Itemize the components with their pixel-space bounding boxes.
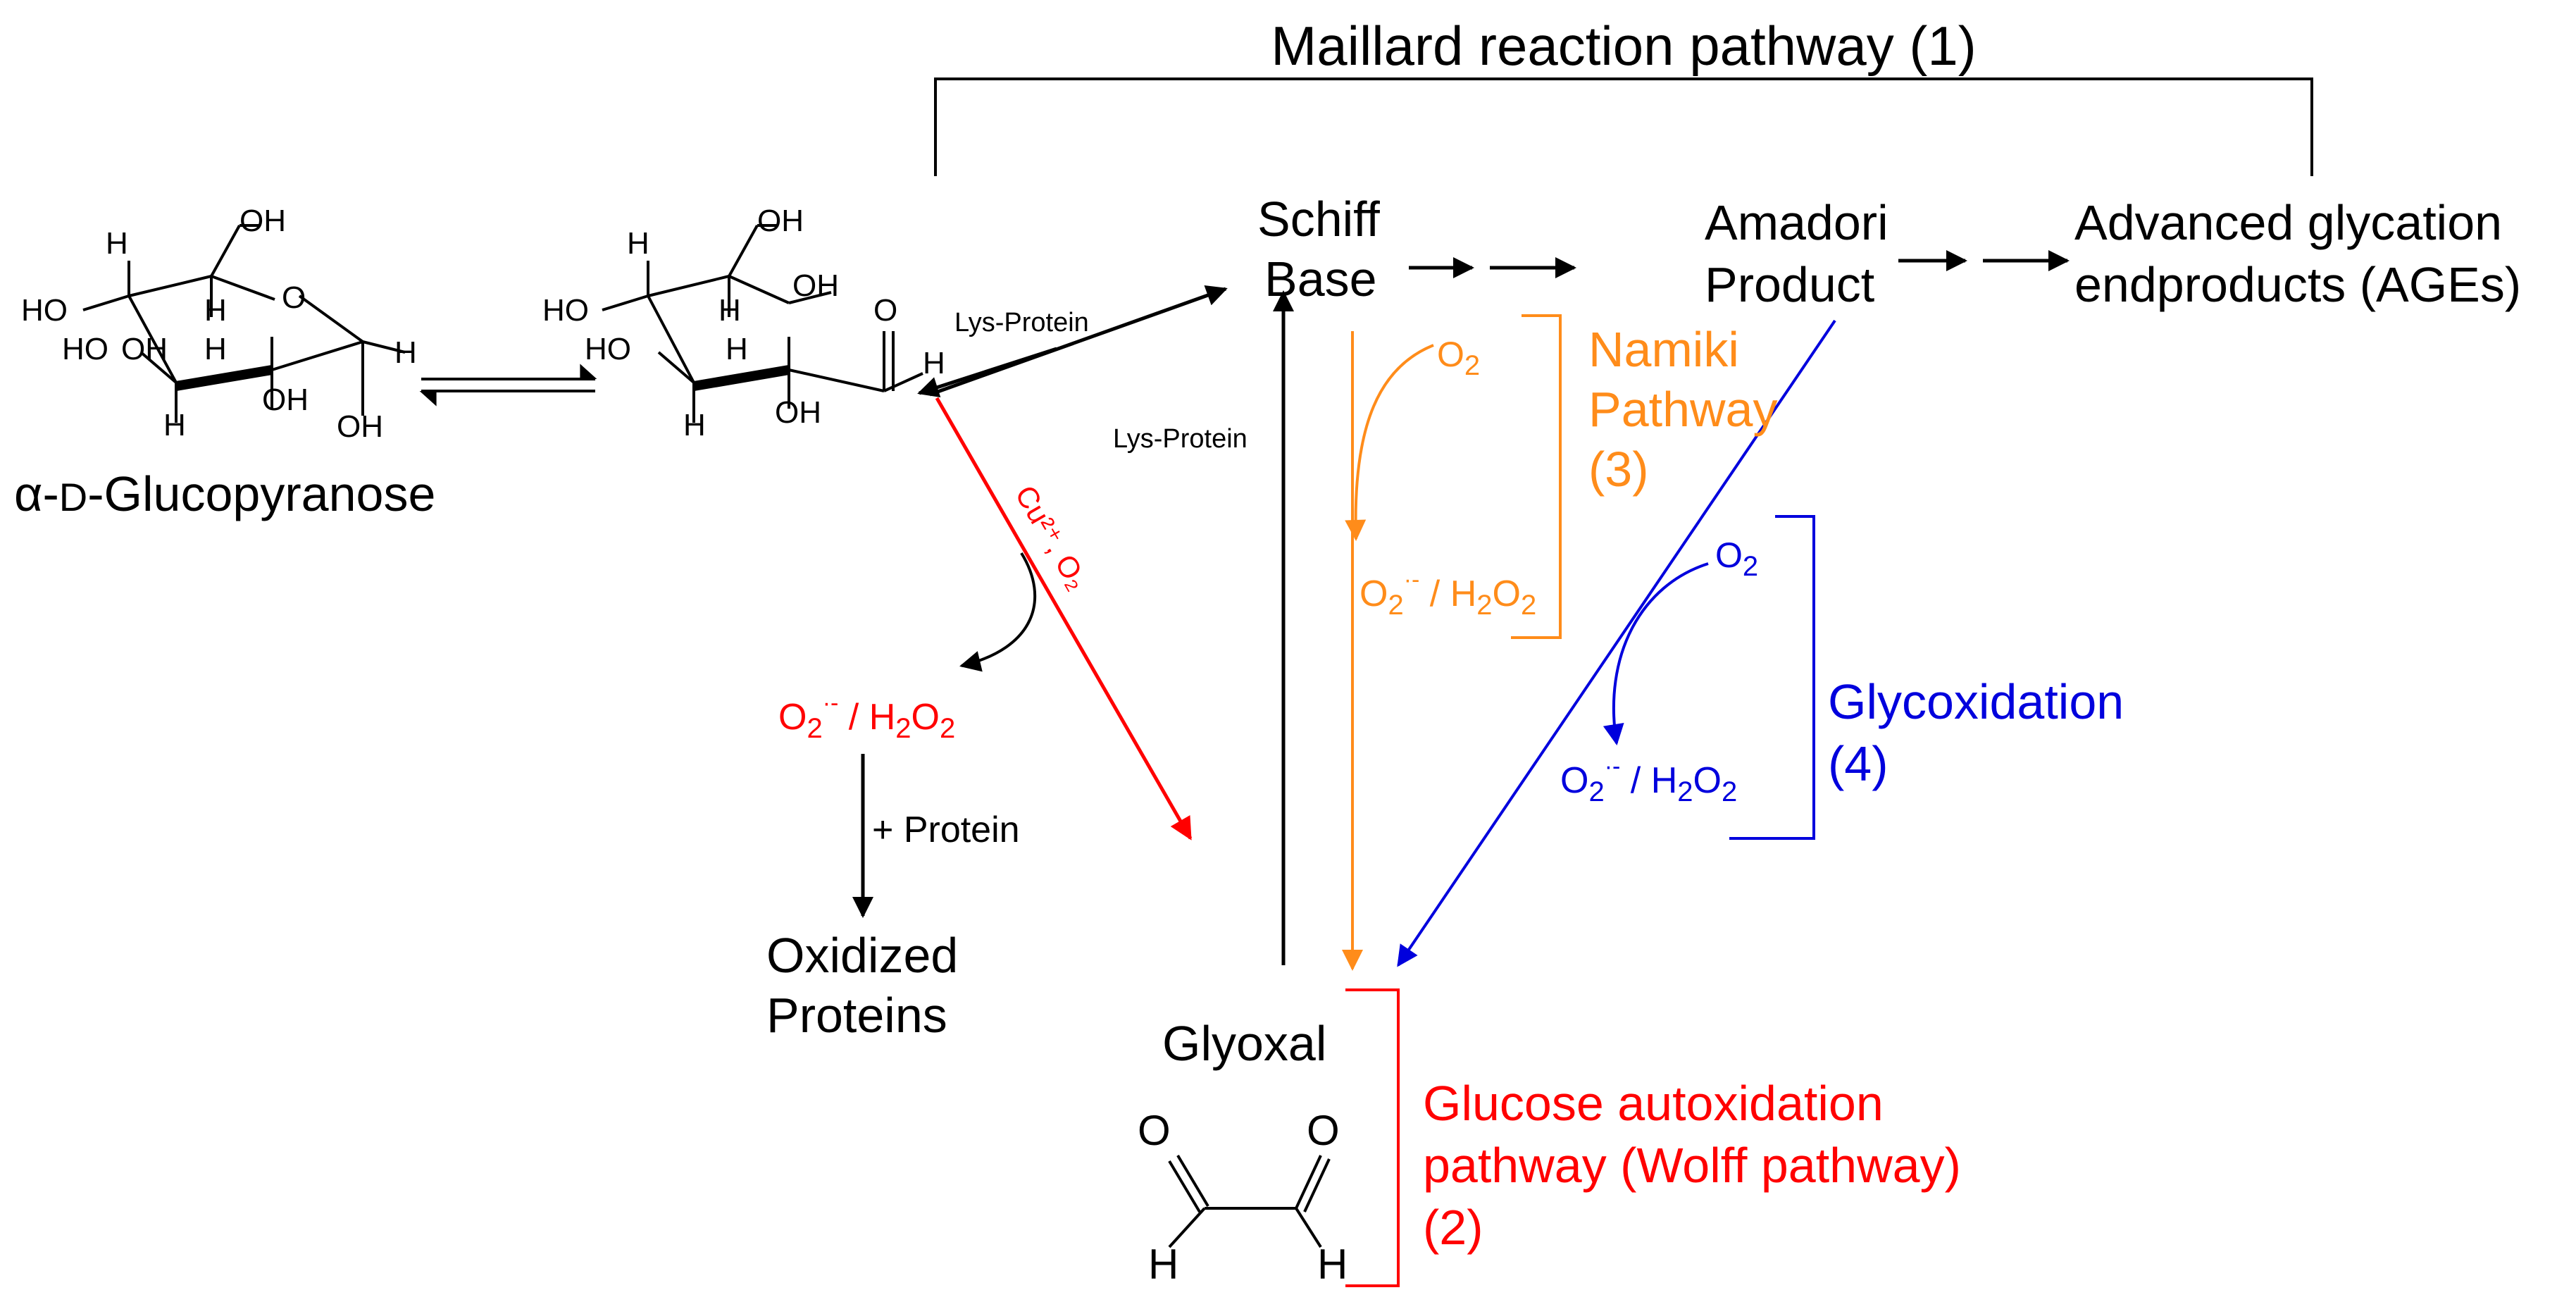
svg-text:O: O [1138, 1107, 1171, 1154]
svg-text:H: H [726, 332, 748, 366]
svg-text:O: O [282, 280, 306, 315]
lys-protein-left: Lys-Protein [1113, 424, 1247, 454]
svg-text:(4): (4) [1828, 736, 1889, 791]
maillard-bracket [934, 78, 2313, 176]
ros-label-wolff: O2·- / H2O2 [778, 690, 955, 744]
svg-text:OH: OH [775, 395, 821, 430]
wolff-pathway-label: Glucose autoxidation pathway (Wolff path… [1423, 1076, 1961, 1255]
schiff-base-label-2: Base [1264, 252, 1377, 306]
amadori-label-2: Product [1705, 257, 1874, 312]
namiki-bracket [1511, 314, 1562, 639]
svg-text:HO: HO [585, 332, 631, 366]
arrow-curved-namiki [1345, 344, 1434, 541]
arrow-curved-glycox [1603, 562, 1709, 745]
glucopyranose-structure [82, 224, 406, 423]
amadori-label-1: Amadori [1705, 195, 1889, 250]
svg-text:HO: HO [21, 293, 68, 328]
svg-text:(3): (3) [1588, 442, 1649, 497]
svg-text:(2): (2) [1423, 1200, 1483, 1255]
glycox-bracket [1729, 515, 1815, 840]
svg-text:H: H [1317, 1241, 1348, 1288]
open-chain-glucose-structure [602, 224, 923, 423]
arrow-curved-ros [959, 552, 1037, 672]
equilibrium-arrows [419, 364, 597, 407]
svg-text:OH: OH [121, 332, 168, 366]
oxidized-label-1: Oxidized [766, 928, 958, 983]
arrow-glucose-to-glyoxal [935, 397, 1193, 841]
glucopyranose-atoms: OH H O HO H HO OH H H OH H OH [21, 204, 417, 444]
ros-label-glycox: O2·- / H2O2 [1560, 753, 1737, 807]
svg-text:H: H [204, 293, 227, 328]
svg-text:Glucose autoxidation: Glucose autoxidation [1423, 1076, 1884, 1131]
svg-text:pathway (Wolff pathway): pathway (Wolff pathway) [1423, 1138, 1961, 1193]
schiff-base-label-1: Schiff [1257, 192, 1380, 247]
ages-label-1: Advanced glycation [2074, 195, 2502, 250]
ages-label-2: endproducts (AGEs) [2074, 257, 2521, 312]
glyoxal-atoms: O O H H [1138, 1107, 1348, 1288]
plus-protein-label: + Protein [872, 810, 1020, 850]
cu-o2-label: Cu²⁺, O₂ [1009, 480, 1095, 595]
node-labels: Schiff Base Amadori Product Advanced gly… [766, 192, 2521, 1071]
svg-text:O: O [873, 293, 897, 328]
svg-text:H: H [1148, 1241, 1178, 1288]
o2-glycox: O2 [1715, 535, 1758, 582]
glyoxal-structure [1168, 1154, 1331, 1248]
glycoxidation-pathway-label: Glycoxidation (4) [1828, 674, 2124, 791]
svg-text:H: H [683, 408, 706, 442]
svg-text:H: H [204, 332, 227, 366]
namiki-pathway-label: Namiki Pathway (3) [1588, 322, 1777, 497]
wolff-bracket [1345, 988, 1400, 1287]
namiki-arrows [1342, 314, 1562, 971]
svg-text:OH: OH [262, 383, 309, 417]
arrow-to-schiff-base [929, 285, 1228, 397]
svg-text:HO: HO [542, 293, 589, 328]
svg-text:H: H [106, 226, 128, 261]
maillard-arrows [852, 250, 2070, 965]
reagent-labels: Lys-Protein Lys-Protein + Protein [872, 308, 1247, 850]
oxidized-label-2: Proteins [766, 988, 947, 1043]
svg-text:OH: OH [337, 409, 383, 444]
svg-text:H: H [718, 293, 741, 328]
lys-protein-top: Lys-Protein [954, 308, 1089, 337]
ros-label-namiki: O2·- / H2O2 [1359, 566, 1536, 621]
glyoxal-label: Glyoxal [1162, 1016, 1326, 1071]
diagram-title: Maillard reaction pathway (1) [1271, 15, 1976, 77]
svg-text:H: H [394, 335, 417, 370]
wolff-arrows [935, 397, 1193, 841]
open-chain-glucose-atoms: OH H OH O HO H HO H H OH H [542, 204, 945, 442]
glucopyranose-label: α-D-Glucopyranose [14, 466, 435, 521]
arrow-amadori-to-glyoxal [1397, 319, 1836, 967]
svg-text:O: O [1307, 1107, 1340, 1154]
arrow-to-glucose-from-lys [917, 347, 1057, 397]
svg-text:OH: OH [757, 204, 804, 238]
svg-text:HO: HO [62, 332, 108, 366]
svg-text:H: H [163, 408, 186, 442]
svg-text:H: H [627, 226, 649, 261]
svg-text:OH: OH [792, 268, 839, 303]
o2-namiki: O2 [1437, 335, 1480, 381]
glycoxidation-arrows [1397, 319, 1836, 967]
svg-text:Pathway: Pathway [1588, 382, 1777, 437]
svg-text:Namiki: Namiki [1588, 322, 1739, 377]
svg-text:OH: OH [239, 204, 286, 238]
svg-text:Glycoxidation: Glycoxidation [1828, 674, 2124, 729]
svg-text:H: H [923, 346, 945, 380]
